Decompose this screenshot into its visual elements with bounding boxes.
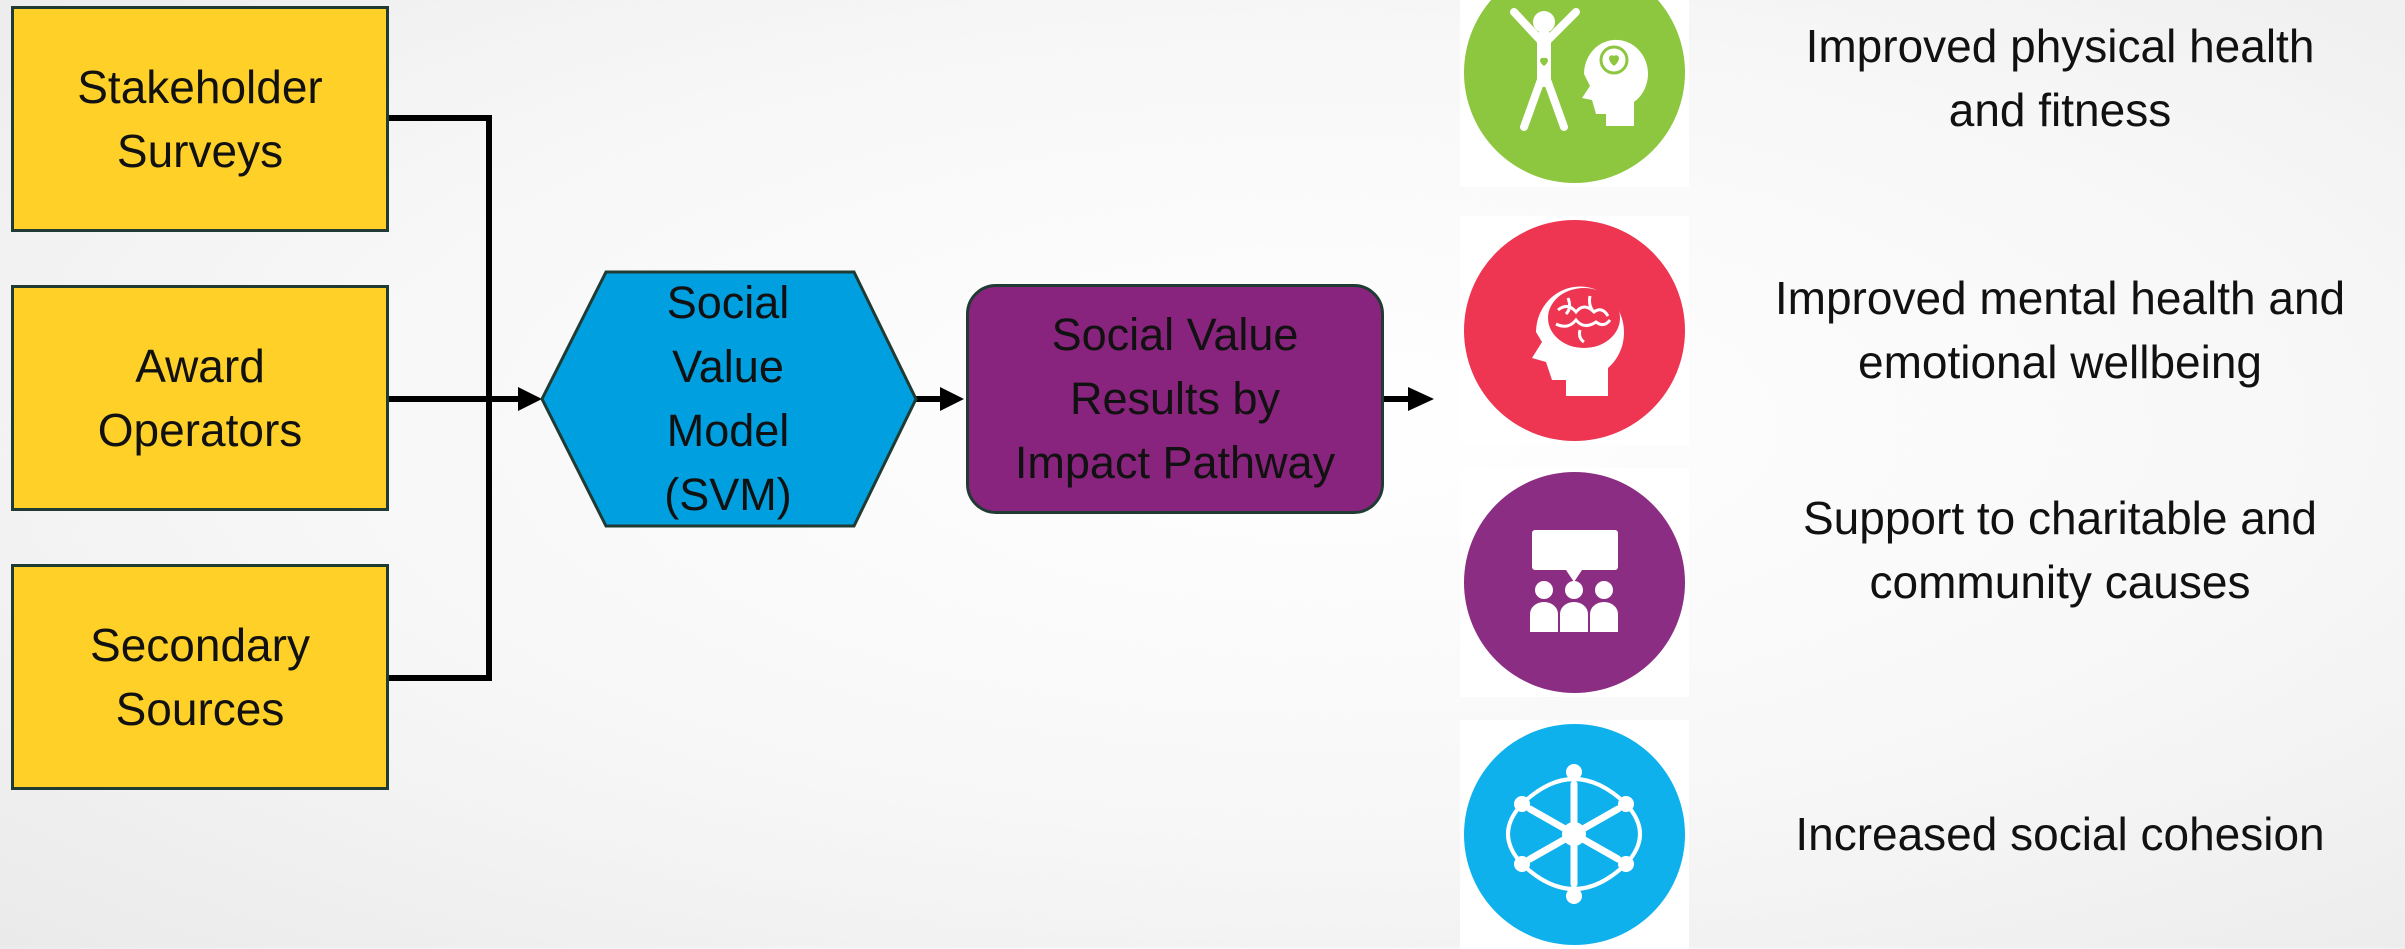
source-award-operators: Award Operators: [11, 285, 389, 511]
source-label: Award Operators: [97, 340, 303, 456]
source-label: Secondary Sources: [90, 619, 310, 735]
model-label: Social Value Model (SVM): [664, 277, 792, 520]
outcome-physical-health: Improved physical health and fitness: [1805, 20, 2315, 136]
outcome-icon-tile: [1460, 720, 1689, 949]
arrow-head: [940, 387, 964, 411]
results-box: Social Value Results by Impact Pathway: [966, 284, 1384, 514]
source-label: Stakeholder Surveys: [77, 61, 323, 177]
outcome-social-cohesion: Increased social cohesion: [1795, 808, 2325, 860]
arrow-head: [518, 387, 542, 411]
physical-health-icon: [1464, 0, 1685, 183]
outcome-icon-tile: [1460, 216, 1689, 445]
source-stakeholder-surveys: Stakeholder Surveys: [11, 6, 389, 232]
results-label: Social Value Results by Impact Pathway: [1014, 309, 1336, 488]
model-hexagon: [540, 270, 918, 528]
outcome-icon-tile: [1460, 0, 1689, 187]
arrow-head: [1408, 387, 1434, 411]
outcome-mental-health: Improved mental health and emotional wel…: [1774, 272, 2346, 388]
outcome-icon-tile: [1460, 468, 1689, 697]
outcome-charitable-causes: Support to charitable and community caus…: [1802, 492, 2318, 608]
source-secondary-sources: Secondary Sources: [11, 564, 389, 790]
community-audience-icon: [1464, 472, 1685, 693]
social-network-icon: [1464, 724, 1685, 945]
brain-head-icon: [1464, 220, 1685, 441]
